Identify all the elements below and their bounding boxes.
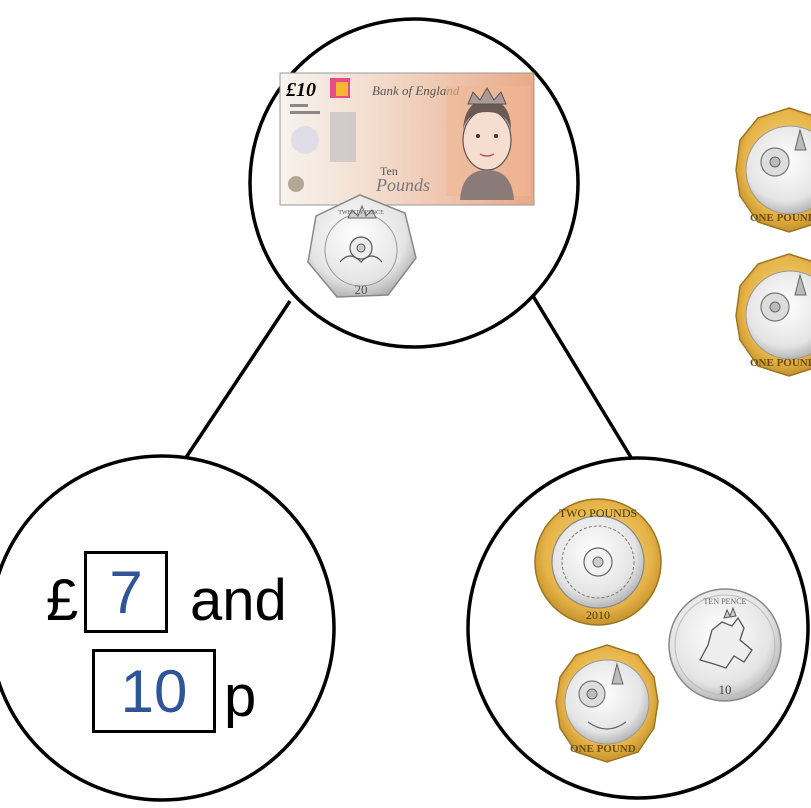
twenty-pence-coin: 20 TWENTY PENCE [307,194,417,298]
ten-pence-coin: 10 TEN PENCE [668,588,782,702]
ten-pence-top-text: TEN PENCE [704,597,747,606]
one-pound-coin: ONE POUND [555,644,659,763]
note-ten-text: Ten [380,164,398,178]
ten-pound-note: £10 Bank of England Ten Pounds [279,72,535,206]
pence-answer-box[interactable]: 10 [92,649,216,733]
connector-line-right [531,295,634,460]
side-one-pound-coin-top: ONE POUND [735,107,811,233]
side-coin-bottom-text: ONE POUND [750,357,811,369]
twenty-pence-value-text: 20 [355,282,368,297]
two-pounds-top-text: TWO POUNDS [559,506,637,520]
one-pound-text: ONE POUND [570,743,636,755]
twenty-pence-top-text: TWENTY PENCE [338,210,384,216]
and-label: and [190,568,287,633]
pound-symbol: £ [46,568,79,633]
ten-pence-value-text: 10 [719,682,732,697]
note-bank-text: Bank of England [372,83,460,98]
pence-symbol: p [224,664,257,729]
note-pounds-text: Pounds [375,175,430,195]
note-value-text: £10 [285,79,316,101]
pounds-answer-box[interactable]: 7 [84,551,168,633]
side-coin-top-text: ONE POUND [750,212,811,224]
two-pound-coin: TWO POUNDS 2010 [534,498,662,626]
connector-line-left [181,300,292,463]
side-one-pound-coin-bottom: ONE POUND [735,253,811,377]
two-pounds-year-text: 2010 [586,608,610,622]
